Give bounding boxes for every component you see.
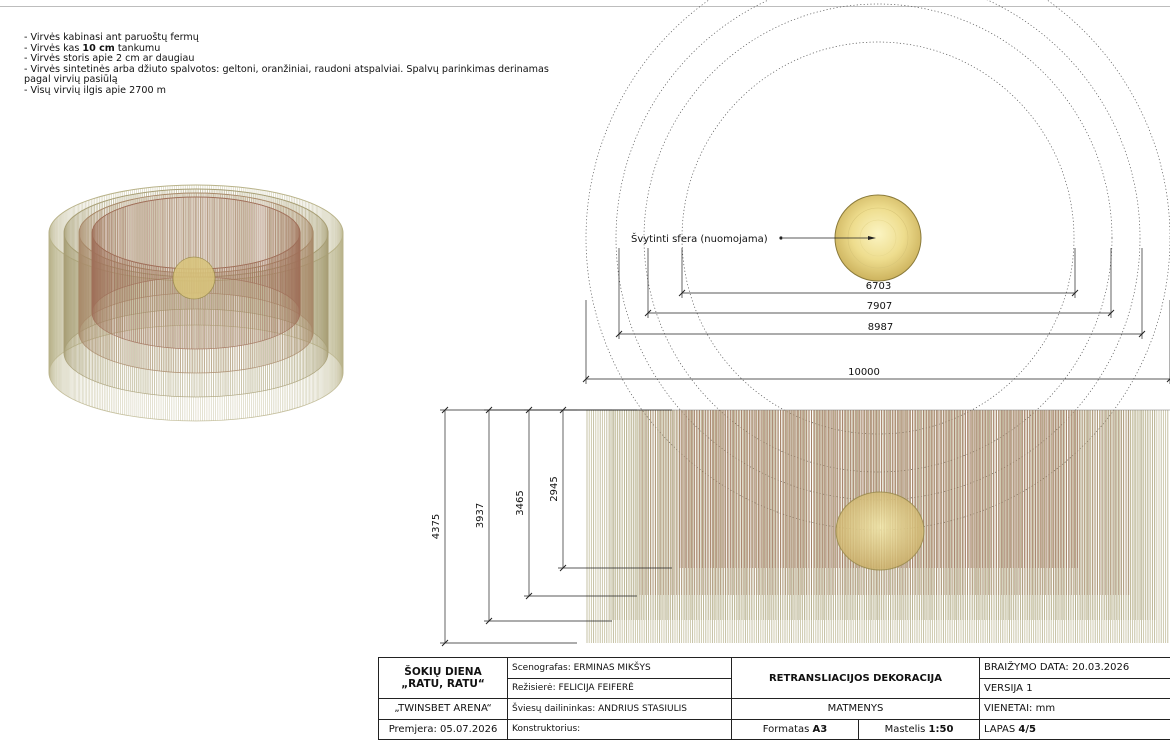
plan-dimension: 7907 [644,248,1115,318]
drawing-notes: - Virvės kabinasi ant paruoštų fermų - V… [24,32,564,97]
plan-view: Švytinti sfera (nuomojama) 6703 7907 8987 1… [582,0,1170,531]
premiere-date: Premjera: 05.07.2026 [378,718,508,740]
elevation-ropes [586,409,1170,643]
note-text: - Virvės kas [24,42,83,54]
elevation-sphere [835,491,925,571]
elevation-dimension: 3465 [515,406,637,600]
dimension-value: 6703 [866,281,891,292]
plan-rope-circle [681,41,1075,435]
scenographer: Scenografas: ERMINAS MIKŠYS [507,657,732,679]
isometric-view [48,184,344,422]
director: Režisierė: FELICIJA FEIFERĖ [507,677,732,699]
leader-dot [779,236,783,240]
dimension-tick [644,309,652,317]
elevation-dimension: 4375 [431,406,577,647]
dimension-tick [441,406,449,414]
dimension-tick [1071,289,1079,297]
dimension-tick [615,330,623,338]
venue: „TWINSBET ARENA“ [378,698,508,720]
scale-label: Mastelis [884,723,929,735]
title-block: ŠOKIŲ DIENA „RATU, RATU“ Scenografas: ER… [378,657,1170,740]
dimension-value: 3937 [475,503,486,528]
dimension-tick [1138,330,1146,338]
elevation-view: 4375 3937 3465 2945 [431,406,1170,647]
drawing-title: RETRANSLIACIJOS DEKORACIJA [731,657,980,699]
format-value: A3 [812,723,828,735]
dimension-value: 4375 [431,514,442,539]
project-name-line1: ŠOKIŲ DIENA [404,666,482,678]
dimension-value: 3465 [515,490,526,515]
plan-dimension: 8987 [615,248,1146,339]
dimension-tick [485,406,493,414]
scale: Mastelis 1:50 [858,718,980,740]
elevation-dimension: 2945 [549,406,672,572]
dimension-value: 2945 [549,476,560,501]
dimension-tick [485,617,493,625]
elevation-dimensions: 4375 3937 3465 2945 [431,406,672,647]
project-name-line2: „RATU, RATU“ [401,678,485,690]
sheet-value: 4/5 [1018,723,1036,735]
dimension-tick [559,406,567,414]
version: VERSIJA 1 [979,677,1170,699]
sheet-number: LAPAS 4/5 [979,718,1170,740]
plan-dimension: 10000 [582,300,1170,384]
drawing-subtitle: MATMENYS [731,698,980,720]
dimension-tick [1166,378,1170,383]
lighting-designer: Šviesų dailininkas: ANDRIUS STASIULIS [507,698,732,720]
plan-dimension: 6703 [678,248,1079,298]
sphere-label: Švytinti sfera (nuomojama) [631,232,768,245]
units: VIENETAI: mm [979,698,1170,720]
iso-sphere [172,256,216,300]
dimension-tick [441,639,449,647]
format-label: Formatas [762,723,813,735]
format: Formatas A3 [731,718,859,740]
note-line: - Visų virvių ilgis apie 2700 m [24,84,166,96]
dimension-value: 7907 [867,301,892,312]
note-bold-text: 10 cm [82,42,115,54]
constructor: Konstruktorius: [507,718,732,740]
note-line: - Virvės storis apie 2 cm ar daugiau [24,53,195,65]
dimension-tick [1107,309,1115,317]
plan-rope-circle [643,3,1113,473]
plan-rope-circles [585,0,1170,531]
plan-rope-circle [615,0,1141,501]
note-line: - Virvės kabinasi ant paruoštų fermų [24,32,199,43]
dimension-value: 10000 [848,367,880,378]
drawing-date: BRAIŽYMO DATA: 20.03.2026 [979,657,1170,679]
leader-arrow [868,236,876,240]
note-line: - Virvės kas 10 cm tankumu [24,42,564,55]
dimension-tick [525,406,533,414]
sheet-label: LAPAS [984,723,1019,735]
sheet-border-top [0,6,1170,7]
dimension-tick [525,592,533,600]
plan-dimensions: 6703 7907 8987 10000 [582,248,1170,384]
dimension-tick [582,375,590,383]
note-line: - Virvės sintetinės arba džiuto spalvoto… [24,63,552,86]
note-text: tankumu [114,42,161,54]
project-name: ŠOKIŲ DIENA „RATU, RATU“ [378,657,508,699]
dimension-tick [678,289,686,297]
scale-value: 1:50 [928,723,954,735]
dimension-value: 8987 [868,322,893,333]
dimension-tick [559,564,567,572]
